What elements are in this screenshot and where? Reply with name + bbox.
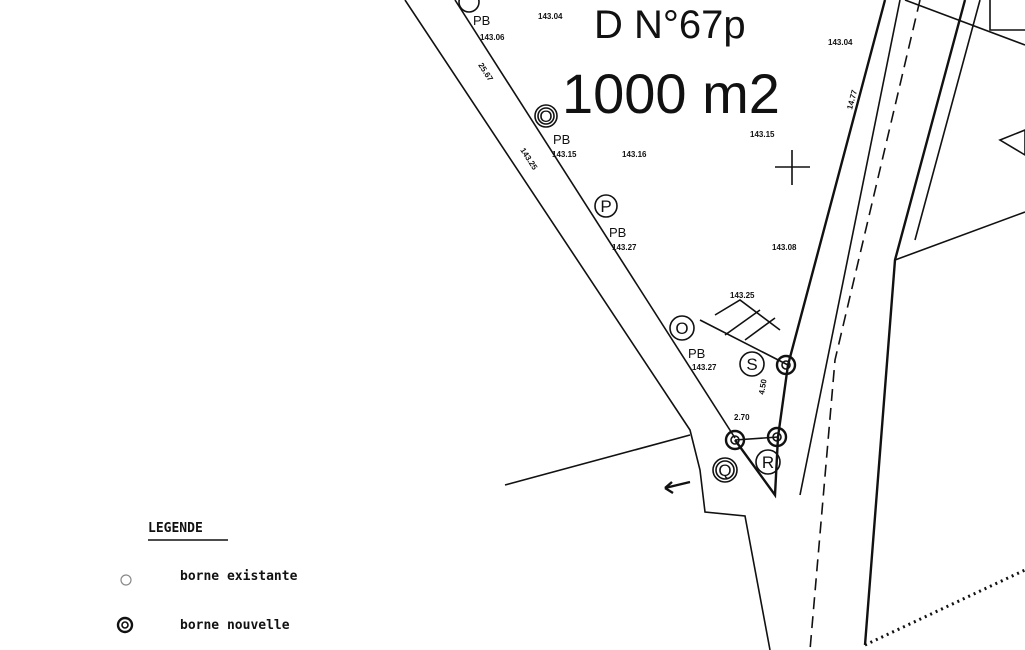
road-edge-inner (454, 0, 736, 439)
boundary-line-west (504, 434, 691, 486)
circle-icon (120, 574, 132, 586)
point-label-s: S (746, 355, 757, 374)
elevation-label: 143.08 (772, 243, 797, 252)
parcel-line-ne (904, 0, 1025, 46)
marker-circle-icon (669, 315, 695, 341)
parcel-id: D N°67p (594, 3, 746, 47)
pb-label: PB (688, 346, 705, 361)
legend-item-label: borne existante (180, 569, 298, 584)
distance-label: 4.50 (757, 378, 769, 395)
building-corner (989, 0, 1025, 156)
hatch-mark (699, 299, 789, 366)
elevation-label: 143.06 (480, 33, 505, 42)
elevation-label: 143.04 (538, 12, 563, 21)
triangle-line (734, 436, 779, 441)
cross-marker (775, 150, 810, 185)
point-label-r: R (762, 453, 774, 472)
marker-circle-icon (594, 194, 618, 218)
elevation-label: 143.15 (552, 150, 577, 159)
distance-label: 2.70 (734, 413, 750, 422)
fence-line (864, 568, 1025, 647)
point-label-o: O (539, 107, 552, 126)
marker-circle-icon (534, 104, 558, 128)
road-centerline (809, 0, 921, 650)
point-label-q: Q (718, 461, 731, 480)
direction-arrow (664, 480, 691, 495)
new-marker-icon (724, 354, 797, 451)
pb-label: PB (609, 225, 626, 240)
elevation-label: 143.04 (828, 38, 853, 47)
point-label-o2: O (675, 319, 688, 338)
point-label-p: P (600, 197, 611, 216)
marker-circle-icon (739, 351, 765, 377)
legend: LEGENDE borne existante borne nouvelle (116, 521, 298, 634)
elevation-label: 143.27 (612, 243, 637, 252)
double-circle-icon-inner (121, 621, 129, 629)
marker-circle-icon (458, 0, 480, 13)
legend-title: LEGENDE (148, 521, 203, 536)
pb-label: PB (473, 13, 490, 28)
distance-label: 25.67 (476, 61, 495, 83)
marker-circle-icon (755, 449, 781, 475)
parcel-area: 1000 m2 (562, 62, 780, 125)
legend-item-label: borne nouvelle (180, 618, 290, 633)
marker-circle-icon (537, 107, 555, 125)
elevation-label: 143.25 (518, 146, 539, 172)
parcel-line-e (894, 211, 1025, 261)
road-edge-east-3 (914, 0, 981, 241)
elevation-label: 143.16 (622, 150, 647, 159)
road-edge-east-1 (799, 0, 901, 496)
pb-label: PB (553, 132, 570, 147)
marker-circle-icon (712, 457, 738, 483)
elevation-label: 143.15 (750, 130, 775, 139)
elevation-label: 143.27 (692, 363, 717, 372)
elevation-label: 143.25 (730, 291, 755, 300)
marker-circle-icon (715, 460, 735, 480)
road-edge-outer (404, 0, 771, 650)
double-circle-icon (116, 616, 134, 634)
